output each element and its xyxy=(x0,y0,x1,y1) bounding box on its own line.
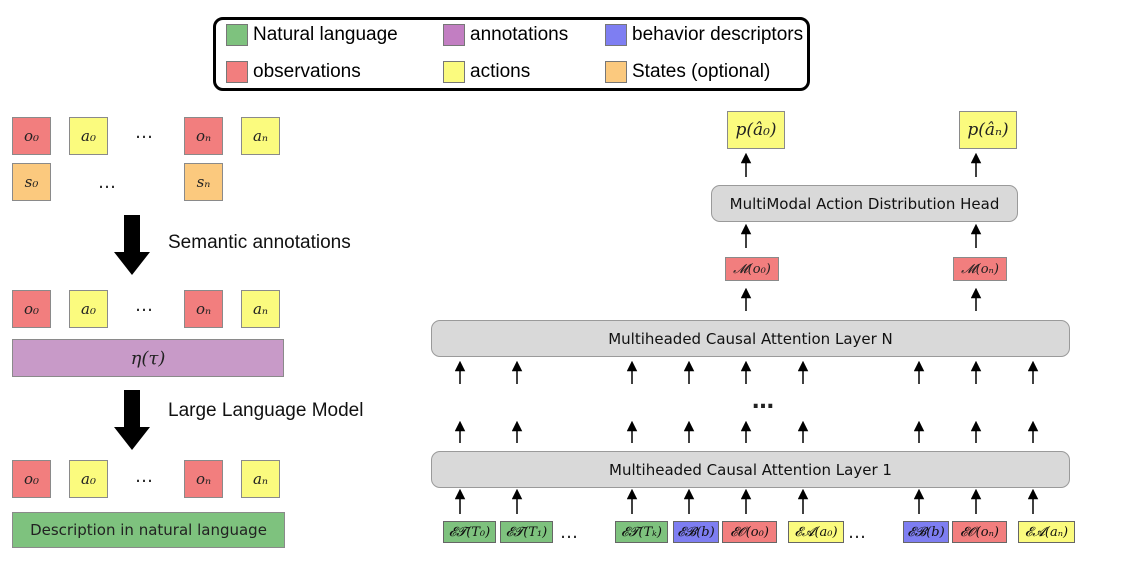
token-text-t0: 𝓔𝓣(T₀) xyxy=(443,521,496,543)
output-p-a0: p(â₀) xyxy=(727,111,785,149)
legend-swatch-observations xyxy=(226,61,248,83)
state-box-sN: sₙ xyxy=(184,163,223,201)
action-distribution-head: MultiModal Action Distribution Head xyxy=(711,185,1018,222)
legend-label: States (optional) xyxy=(632,61,771,82)
attention-layer-n: Multiheaded Causal Attention Layer N xyxy=(431,320,1070,357)
encoded-observation-m-oN: 𝓜(oₙ) xyxy=(953,257,1007,281)
ellipsis: … xyxy=(135,122,153,143)
token-behavior-b: 𝓔𝓑(b) xyxy=(673,521,719,543)
observation-box-oN: oₙ xyxy=(184,117,223,155)
token-observation-o0: 𝓔𝓞(o₀) xyxy=(722,521,777,543)
action-box-a0: a₀ xyxy=(69,117,108,155)
legend-label: annotations xyxy=(470,24,569,45)
legend xyxy=(213,17,810,91)
legend-item-behavior-descriptors: behavior descriptors xyxy=(605,24,803,46)
observation-box-oN: oₙ xyxy=(184,460,223,498)
legend-item-natural-language: Natural language xyxy=(226,24,398,46)
encoded-observation-m-o0: 𝓜(o₀) xyxy=(725,257,779,281)
semantic-annotations-label: Semantic annotations xyxy=(168,232,351,253)
legend-item-states: States (optional) xyxy=(605,61,770,83)
action-box-aN: aₙ xyxy=(241,460,280,498)
vertical-ellipsis: … xyxy=(752,389,774,414)
token-text-tk: 𝓔𝓣(Tₖ) xyxy=(615,521,668,543)
legend-swatch-annotations xyxy=(443,24,465,46)
token-ellipsis: … xyxy=(560,522,578,543)
state-box-s0: s₀ xyxy=(12,163,51,201)
attention-layer-1: Multiheaded Causal Attention Layer 1 xyxy=(431,451,1070,488)
legend-swatch-actions xyxy=(443,61,465,83)
token-action-aN: 𝓔𝓐(aₙ) xyxy=(1018,521,1075,543)
ellipsis: … xyxy=(135,466,153,487)
ellipsis: … xyxy=(98,172,116,193)
ellipsis: … xyxy=(135,295,153,316)
legend-item-observations: observations xyxy=(226,61,361,83)
legend-item-actions: actions xyxy=(443,61,530,83)
legend-label: behavior descriptors xyxy=(632,24,804,45)
token-observation-oN: 𝓔𝓞(oₙ) xyxy=(952,521,1007,543)
observation-box-o0: o₀ xyxy=(12,460,51,498)
legend-item-annotations: annotations xyxy=(443,24,568,46)
observation-box-o0: o₀ xyxy=(12,290,51,328)
annotation-eta-box: η(τ) xyxy=(12,339,284,377)
action-box-a0: a₀ xyxy=(69,290,108,328)
token-ellipsis: … xyxy=(848,522,866,543)
action-box-aN: aₙ xyxy=(241,290,280,328)
observation-box-oN: oₙ xyxy=(184,290,223,328)
legend-label: observations xyxy=(253,61,361,82)
legend-label: Natural language xyxy=(253,24,398,45)
description-natural-language-box: Description in natural language xyxy=(12,512,285,548)
token-behavior-b: 𝓔𝓑(b) xyxy=(903,521,949,543)
legend-swatch-natural-language xyxy=(226,24,248,46)
down-arrow-icon xyxy=(114,390,150,450)
action-box-aN: aₙ xyxy=(241,117,280,155)
large-language-model-label: Large Language Model xyxy=(168,400,364,421)
token-action-a0: 𝓔𝓐(a₀) xyxy=(788,521,844,543)
legend-swatch-behavior-descriptors xyxy=(605,24,627,46)
token-text-t1: 𝓔𝓣(T₁) xyxy=(500,521,553,543)
legend-label: actions xyxy=(470,61,531,82)
legend-swatch-states xyxy=(605,61,627,83)
down-arrow-icon xyxy=(114,215,150,275)
action-box-a0: a₀ xyxy=(69,460,108,498)
output-p-aN: p(âₙ) xyxy=(959,111,1017,149)
observation-box-o0: o₀ xyxy=(12,117,51,155)
